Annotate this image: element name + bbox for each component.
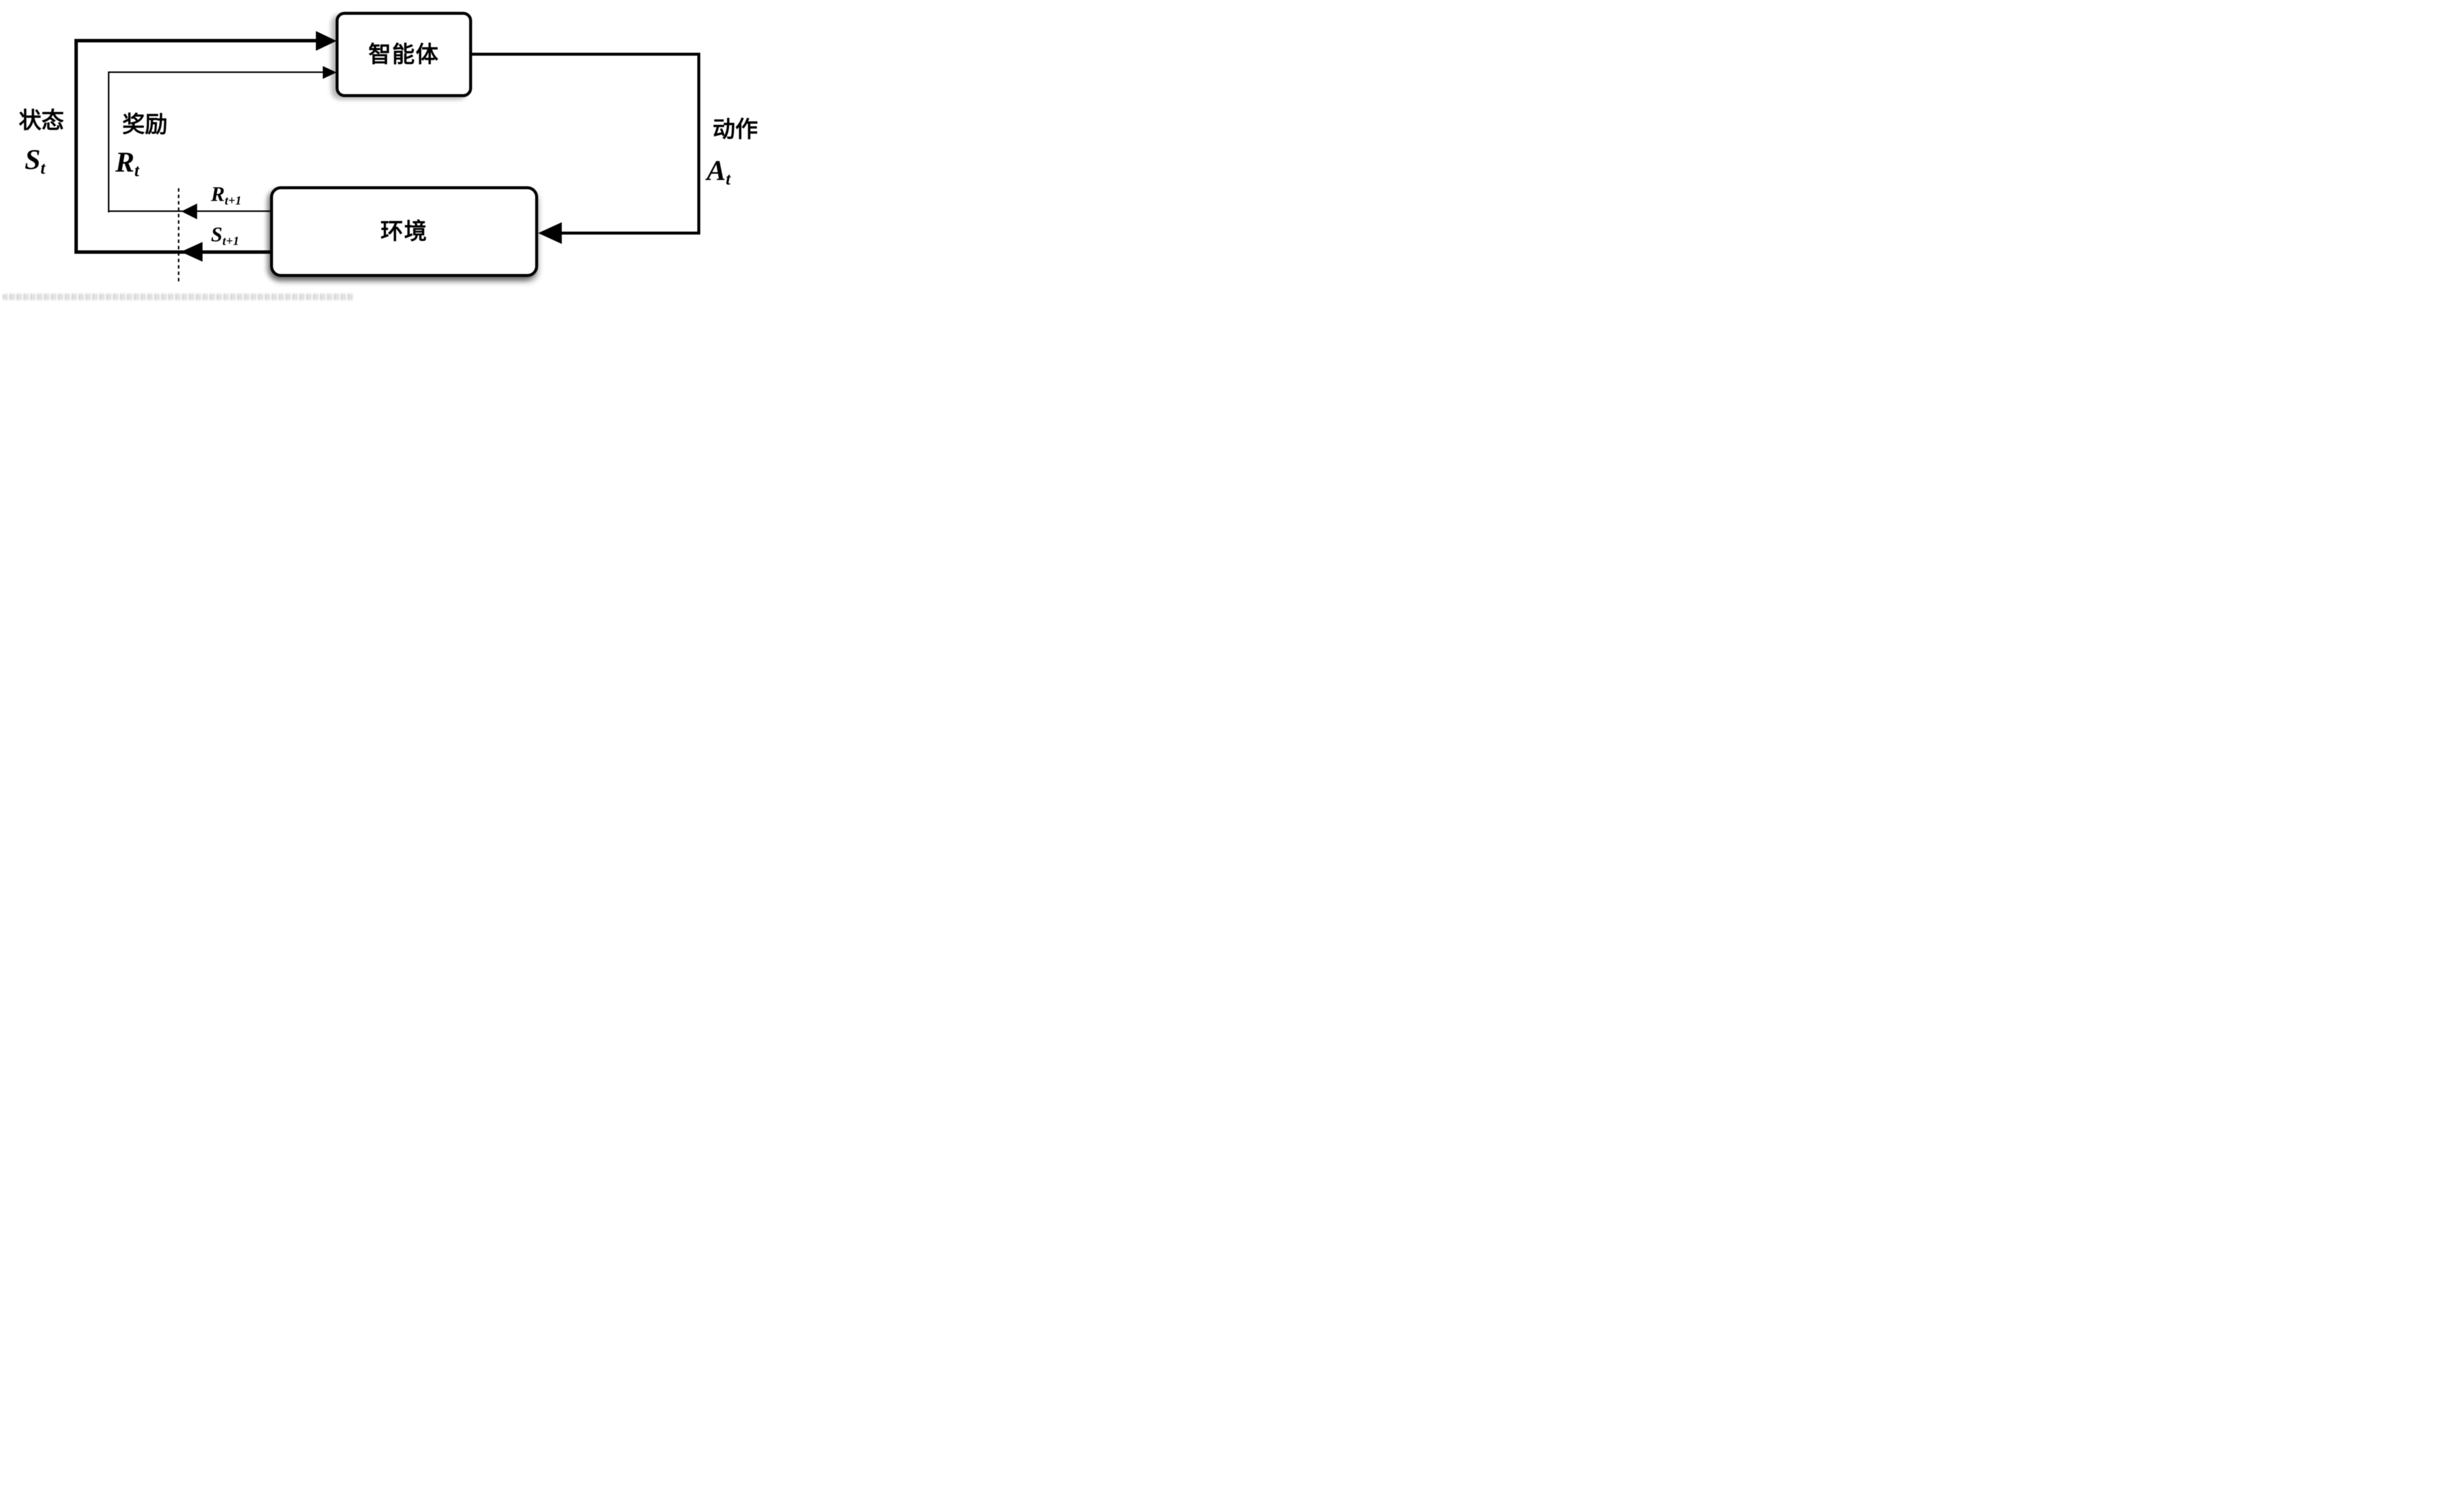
state-to-agent-arrowhead-icon bbox=[316, 31, 337, 51]
environment-box: 环境 bbox=[270, 186, 538, 277]
next-reward-arrowhead-icon bbox=[181, 204, 197, 219]
action-symbol-base: A bbox=[707, 154, 726, 186]
action-line-top bbox=[469, 53, 700, 56]
next-reward-symbol-base: R bbox=[211, 183, 225, 206]
reward-symbol-base: R bbox=[115, 146, 135, 178]
next-reward-symbol-subscript: t+1 bbox=[225, 194, 241, 208]
next-state-symbol-subscript: t+1 bbox=[222, 235, 240, 248]
next-state-symbol: St+1 bbox=[211, 225, 239, 247]
next-state-arrowhead-icon bbox=[181, 242, 203, 262]
state-line-vertical bbox=[74, 39, 78, 254]
reward-symbol: Rt bbox=[115, 148, 139, 180]
agent-box: 智能体 bbox=[336, 12, 472, 97]
reward-symbol-subscript: t bbox=[134, 161, 139, 180]
state-symbol-subscript: t bbox=[40, 158, 45, 178]
reward-to-agent-arrowhead-icon bbox=[323, 66, 337, 79]
state-line-top bbox=[74, 39, 317, 42]
state-line-bottom bbox=[74, 250, 271, 254]
next-reward-symbol: Rt+1 bbox=[211, 184, 241, 207]
action-label: 动作 bbox=[713, 117, 758, 142]
next-state-symbol-base: S bbox=[211, 224, 223, 246]
rl-interaction-diagram: 智能体 环境 状态 St 奖励 Rt 动作 At Rt+1 St+1 bbox=[0, 0, 788, 301]
state-symbol: St bbox=[25, 145, 45, 177]
reward-line-top bbox=[108, 71, 323, 73]
agent-label: 智能体 bbox=[368, 41, 440, 67]
state-symbol-base: S bbox=[25, 143, 41, 175]
environment-label: 环境 bbox=[380, 219, 428, 244]
reward-label: 奖励 bbox=[122, 112, 168, 137]
action-symbol: At bbox=[707, 156, 730, 188]
reward-line-vertical bbox=[108, 71, 109, 212]
action-line-bottom bbox=[560, 232, 700, 235]
time-step-dashed-line bbox=[178, 188, 179, 282]
action-line-vertical bbox=[697, 53, 700, 235]
state-label: 状态 bbox=[19, 108, 64, 133]
action-to-environment-arrowhead-icon bbox=[538, 222, 562, 244]
action-symbol-subscript: t bbox=[725, 169, 731, 189]
cutoff-caption-blur bbox=[3, 294, 354, 300]
